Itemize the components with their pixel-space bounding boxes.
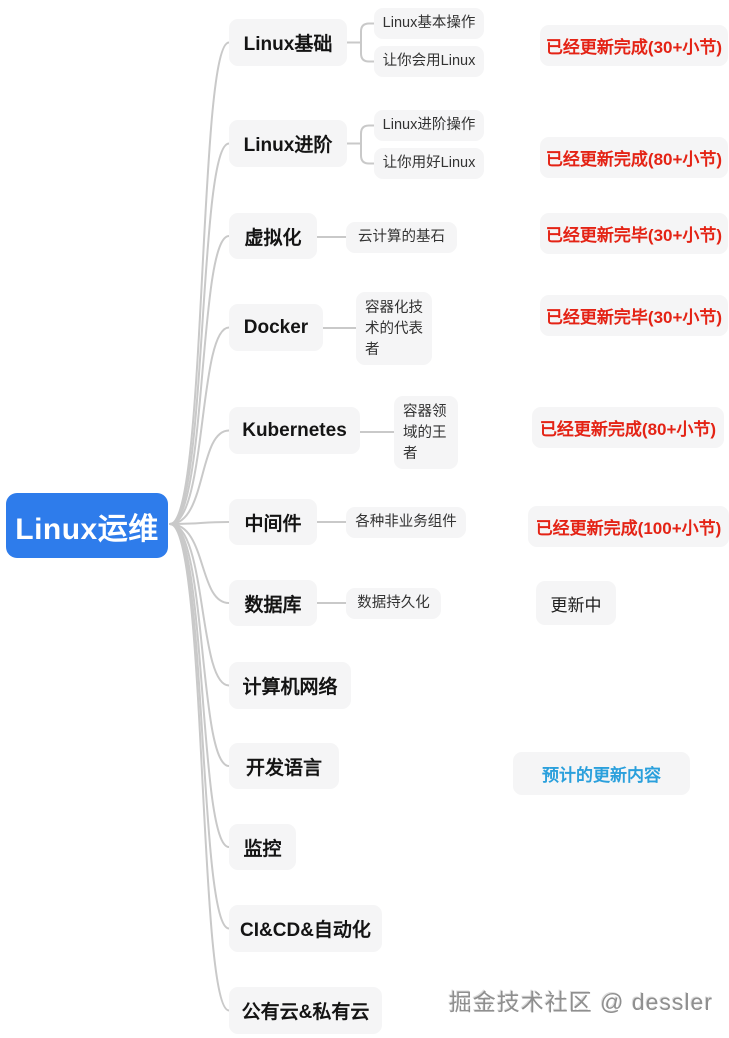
topic-node-11[interactable]: 公有云&私有云 xyxy=(229,987,382,1034)
child-node-4-0[interactable]: 容器领域的王者 xyxy=(394,396,458,469)
topic-node-9[interactable]: 监控 xyxy=(229,824,296,870)
watermark: 掘金技术社区 @ dessler xyxy=(448,989,713,1015)
child-node-0-0[interactable]: Linux基本操作 xyxy=(374,8,484,39)
topic-node-4[interactable]: Kubernetes xyxy=(229,407,360,454)
status-badge-8[interactable]: 预计的更新内容 xyxy=(513,752,690,795)
child-node-6-0[interactable]: 数据持久化 xyxy=(346,588,441,619)
child-node-1-1[interactable]: 让你用好Linux xyxy=(374,148,484,179)
child-node-0-1[interactable]: 让你会用Linux xyxy=(374,46,484,77)
status-badge-4[interactable]: 已经更新完成(80+小节) xyxy=(532,407,724,448)
topic-node-3[interactable]: Docker xyxy=(229,304,323,351)
child-node-5-0[interactable]: 各种非业务组件 xyxy=(346,507,466,538)
topic-node-2[interactable]: 虚拟化 xyxy=(229,213,317,259)
topic-node-8[interactable]: 开发语言 xyxy=(229,743,339,789)
topic-node-1[interactable]: Linux进阶 xyxy=(229,120,347,167)
status-badge-2[interactable]: 已经更新完毕(30+小节) xyxy=(540,213,728,254)
topic-node-10[interactable]: CI&CD&自动化 xyxy=(229,905,382,952)
topic-node-5[interactable]: 中间件 xyxy=(229,499,317,545)
topic-node-6[interactable]: 数据库 xyxy=(229,580,317,626)
child-node-2-0[interactable]: 云计算的基石 xyxy=(346,222,457,253)
status-badge-6[interactable]: 更新中 xyxy=(536,581,616,625)
child-node-3-0[interactable]: 容器化技术的代表者 xyxy=(356,292,432,365)
status-badge-0[interactable]: 已经更新完成(30+小节) xyxy=(540,25,728,66)
status-badge-1[interactable]: 已经更新完成(80+小节) xyxy=(540,137,728,178)
status-badge-5[interactable]: 已经更新完成(100+小节) xyxy=(528,506,729,547)
root-node[interactable]: Linux运维 xyxy=(6,493,168,558)
topic-node-7[interactable]: 计算机网络 xyxy=(229,662,351,709)
status-badge-3[interactable]: 已经更新完毕(30+小节) xyxy=(540,295,728,336)
child-node-1-0[interactable]: Linux进阶操作 xyxy=(374,110,484,141)
topic-node-0[interactable]: Linux基础 xyxy=(229,19,347,66)
